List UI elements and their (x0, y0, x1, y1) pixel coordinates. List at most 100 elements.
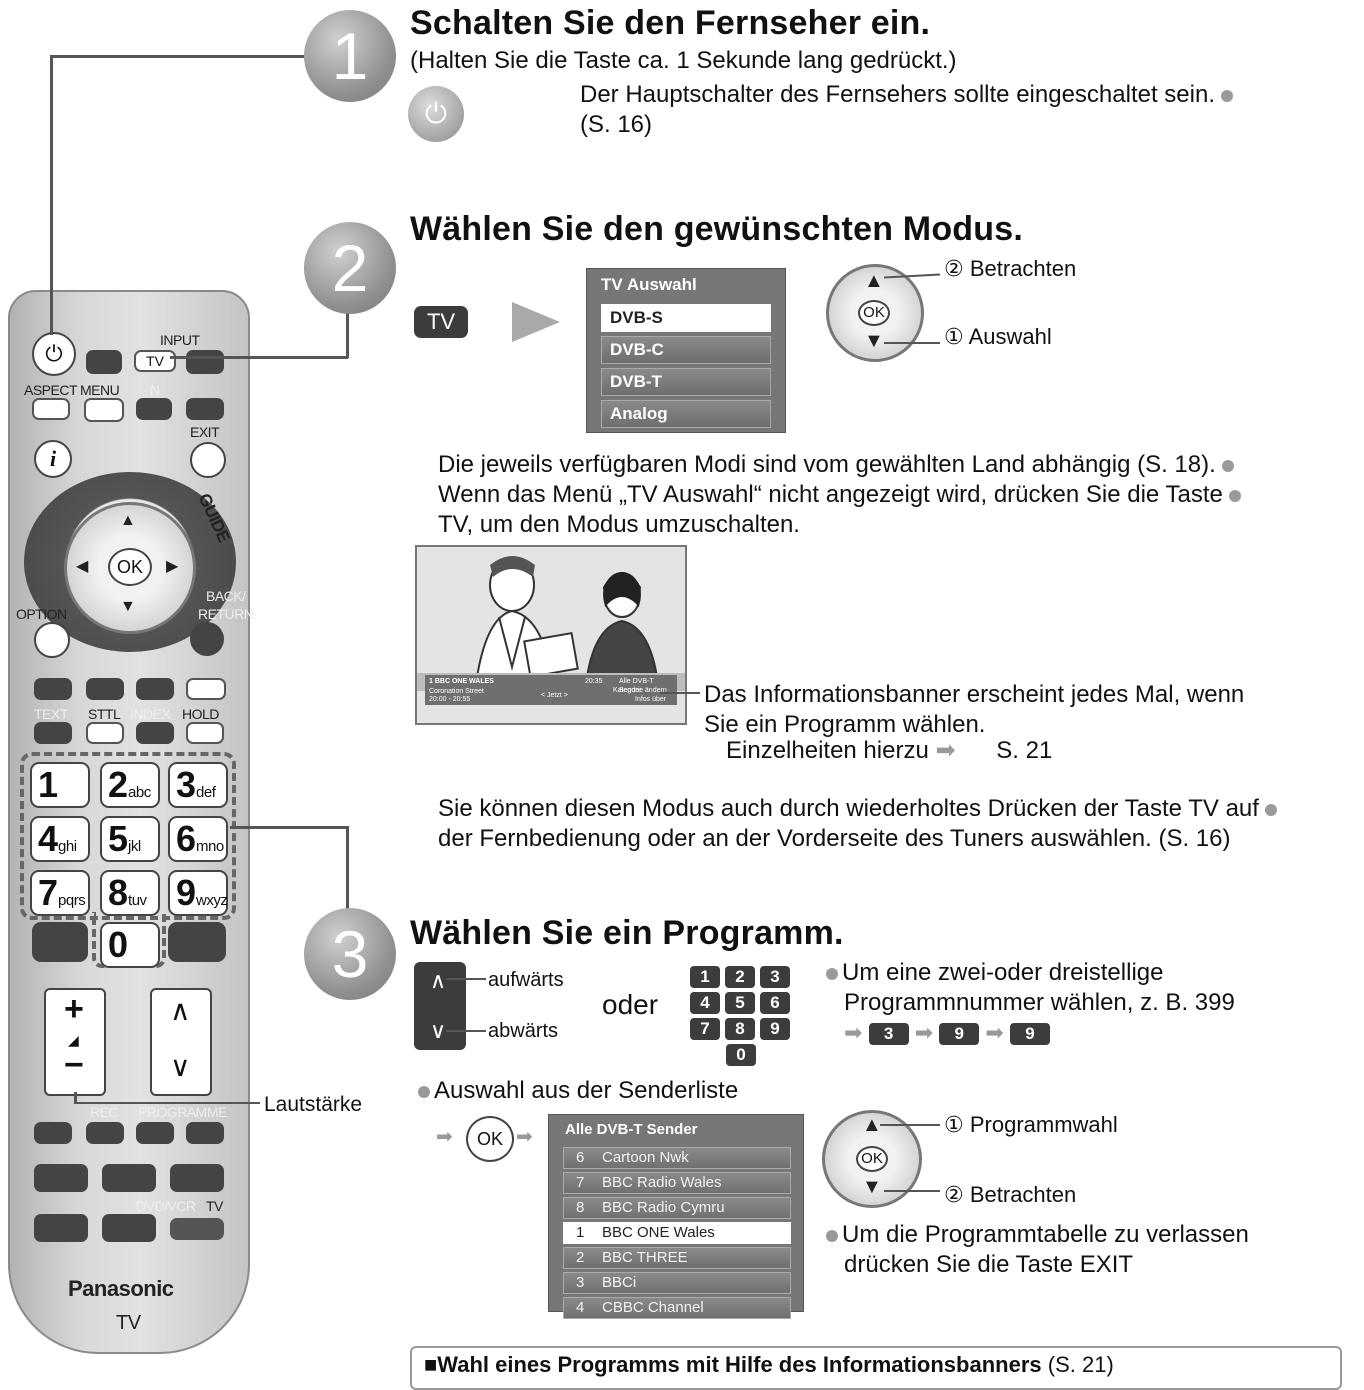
aspect-button[interactable] (32, 398, 70, 420)
banner-line-1: Das Informationsbanner erscheint jedes M… (704, 681, 1245, 708)
channel-up-icon[interactable]: ∧ (430, 968, 447, 993)
num-key-5[interactable]: 5jkl (100, 816, 160, 862)
num-key-0[interactable]: 0 (100, 922, 160, 968)
remote-button-blank[interactable] (34, 1214, 88, 1242)
back-return-button[interactable] (190, 622, 224, 656)
channel-rocker[interactable]: ∧ ∨ (414, 962, 466, 1050)
seq-key-9b: 9 (1009, 1023, 1050, 1046)
key-3[interactable]: 3 (760, 966, 790, 988)
ok-button-list[interactable]: OK (466, 1116, 514, 1162)
num-key-2[interactable]: 2abc (100, 762, 160, 808)
menu-button[interactable] (84, 398, 124, 422)
key-6[interactable]: 6 (760, 992, 790, 1014)
key-5[interactable]: 5 (725, 992, 755, 1014)
exit-note-line-1: Um die Programmtabelle zu verlassen (842, 1221, 1249, 1248)
num-key-6[interactable]: 6mno (168, 816, 228, 862)
num-key-8[interactable]: 8tuv (100, 870, 160, 916)
programme-rocker[interactable]: ∧ ∨ (150, 988, 212, 1096)
remote-button-blank[interactable] (34, 1122, 72, 1144)
exit-note: Um die Programmtabelle zu verlassen drüc… (826, 1220, 1346, 1280)
green-button[interactable] (86, 678, 124, 700)
remote-button-blank[interactable] (186, 398, 224, 420)
volume-plus[interactable]: + (64, 990, 84, 1028)
key-9[interactable]: 9 (760, 1018, 790, 1040)
remote-button-blank[interactable] (34, 1164, 88, 1192)
remote-button-blank[interactable] (102, 1164, 156, 1192)
menu-item-dvbc[interactable]: DVB-C (601, 336, 771, 364)
dvdvcr-tv-switch[interactable] (170, 1218, 224, 1240)
volume-rocker[interactable]: + ◢ − (44, 988, 106, 1096)
label-select-text: Auswahl (968, 324, 1052, 349)
remote-ok-button[interactable]: OK (108, 548, 152, 586)
model-label: TV (116, 1312, 141, 1334)
menu-item-dvbs[interactable]: DVB-S (601, 304, 771, 332)
banner-channel: 1 BBC ONE WALES (429, 678, 494, 685)
yellow-button[interactable] (136, 678, 174, 700)
option-button[interactable] (34, 622, 70, 658)
input-label: INPUT (160, 332, 200, 348)
remote-button-blank[interactable] (186, 1122, 224, 1144)
programme-down[interactable]: ∨ (170, 1051, 191, 1082)
remote-button-blank[interactable] (136, 1122, 174, 1144)
power-button[interactable]: ⏻ (32, 332, 76, 376)
ok-button-step2[interactable]: OK (858, 300, 890, 326)
menu-item-dvbt[interactable]: DVB-T (601, 368, 771, 396)
num-key-3[interactable]: 3def (168, 762, 228, 808)
index-button[interactable] (136, 722, 174, 744)
key-7[interactable]: 7 (690, 1018, 720, 1040)
volume-minus[interactable]: − (64, 1046, 84, 1084)
remote-button-blank[interactable] (102, 1214, 156, 1242)
key-4[interactable]: 4 (690, 992, 720, 1014)
menu-item-analog[interactable]: Analog (601, 400, 771, 428)
down-arrow-icon: ▼ (862, 1176, 882, 1198)
key-2[interactable]: 2 (725, 966, 755, 988)
power-icon[interactable]: ⏻ (408, 86, 464, 142)
label-programme-select: ① Programmwahl (944, 1112, 1118, 1137)
step-2-notes: Die jeweils verfügbaren Modi sind vom ge… (438, 450, 1348, 540)
remote-button-blank[interactable] (168, 922, 226, 962)
sttl-button[interactable] (86, 722, 124, 744)
exit-button[interactable] (190, 442, 226, 478)
details-page: S. 21 (996, 737, 1053, 764)
num-key-7[interactable]: 7pqrs (30, 870, 90, 916)
tv-button[interactable]: TV (414, 306, 468, 338)
key-8[interactable]: 8 (725, 1018, 755, 1040)
red-button[interactable] (34, 678, 72, 700)
num-key-9[interactable]: 9wxyz (168, 870, 228, 916)
info-banner: 1 BBC ONE WALES 20:35 Coronation Street … (425, 675, 677, 705)
n-button[interactable] (136, 398, 172, 420)
bullet-icon (1228, 489, 1241, 502)
banner-connector (660, 692, 700, 694)
text-button[interactable] (34, 722, 72, 744)
blue-button[interactable] (186, 678, 226, 700)
info-button[interactable]: i (34, 440, 72, 478)
arrow-icon: ➡ (844, 1020, 863, 1045)
ok-button-step3[interactable]: OK (856, 1146, 888, 1172)
n-label: N (150, 382, 160, 398)
programme-up[interactable]: ∧ (170, 995, 191, 1026)
remote-button-blank[interactable] (170, 1164, 224, 1192)
tv-button-remote[interactable]: TV (134, 350, 176, 372)
hold-button[interactable] (186, 722, 224, 744)
arrow-icon: ➡ (436, 1126, 453, 1148)
key-1[interactable]: 1 (690, 966, 720, 988)
channel-down-icon[interactable]: ∨ (430, 1018, 447, 1043)
channel-name: BBC Radio Cymru (602, 1199, 725, 1216)
key-0[interactable]: 0 (726, 1044, 756, 1066)
rec-button[interactable] (86, 1122, 124, 1144)
num-key-4[interactable]: 4ghi (30, 816, 90, 862)
step-2-title: Wählen Sie den gewünschten Modus. (410, 210, 1023, 248)
remote-button-blank[interactable] (32, 922, 88, 962)
num-key-1[interactable]: 1 (30, 762, 90, 808)
note-3: Sie können diesen Modus auch durch wiede… (438, 795, 1259, 822)
down-arrow-icon: ▼ (864, 330, 884, 352)
remote-button-blank[interactable] (186, 350, 224, 374)
remote-button-blank[interactable] (86, 350, 122, 374)
